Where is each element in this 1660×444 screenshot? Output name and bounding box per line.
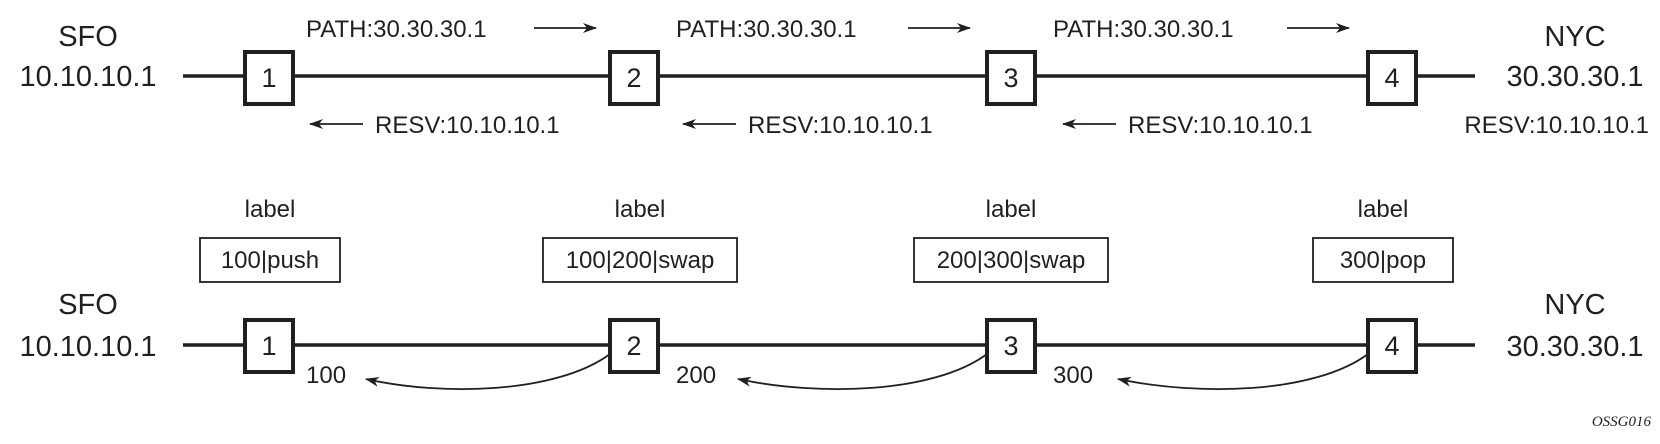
- label-title-1: label: [245, 196, 296, 223]
- edge-label-3: 300: [1053, 362, 1093, 389]
- top-right-site-name: NYC: [1544, 21, 1605, 53]
- label-title-4: label: [1358, 196, 1409, 223]
- top-node-4-number: 4: [1384, 63, 1399, 93]
- label-box-1: 100|push: [199, 237, 341, 283]
- label-advert-arrow-1: [365, 353, 611, 390]
- bottom-right-site-ip: 30.30.30.1: [1506, 331, 1643, 363]
- top-node-3: 3: [985, 50, 1037, 106]
- bottom-node-2: 2: [608, 318, 660, 374]
- label-title-3: label: [986, 196, 1037, 223]
- path-message-1: PATH:30.30.30.1: [306, 16, 487, 43]
- label-value-3: 200|300|swap: [937, 247, 1086, 274]
- figure-id: OSSG016: [1592, 414, 1652, 430]
- path-message-3: PATH:30.30.30.1: [1053, 16, 1234, 43]
- bottom-node-4-number: 4: [1384, 331, 1399, 361]
- label-box-4: 300|pop: [1312, 237, 1454, 283]
- resv-message-3: RESV:10.10.10.1: [1128, 112, 1313, 139]
- label-box-2: 100|200|swap: [542, 237, 738, 283]
- top-node-1-number: 1: [261, 63, 276, 93]
- label-value-2: 100|200|swap: [566, 247, 715, 274]
- bottom-node-3: 3: [985, 318, 1037, 374]
- top-node-3-number: 3: [1003, 63, 1018, 93]
- top-node-1: 1: [243, 50, 295, 106]
- label-advert-arrow-2: [737, 353, 988, 390]
- bottom-right-site-name: NYC: [1544, 289, 1605, 321]
- edge-label-2: 200: [676, 362, 716, 389]
- bottom-left-site-name: SFO: [58, 289, 118, 321]
- label-box-3: 200|300|swap: [913, 237, 1109, 283]
- path-message-2: PATH:30.30.30.1: [676, 16, 857, 43]
- bottom-node-1: 1: [243, 318, 295, 374]
- bottom-node-1-number: 1: [261, 331, 276, 361]
- top-left-site-ip: 10.10.10.1: [19, 61, 156, 93]
- resv-message-2: RESV:10.10.10.1: [748, 112, 933, 139]
- label-value-4: 300|pop: [1340, 247, 1426, 274]
- label-title-2: label: [615, 196, 666, 223]
- resv-message-4: RESV:10.10.10.1: [1464, 112, 1649, 139]
- top-right-site-ip: 30.30.30.1: [1506, 61, 1643, 93]
- label-switching-diagram: label label label label 100|push 100|200…: [19, 196, 1644, 390]
- bottom-node-4: 4: [1366, 318, 1418, 374]
- top-left-site-name: SFO: [58, 21, 118, 53]
- bottom-left-site-ip: 10.10.10.1: [19, 331, 156, 363]
- bottom-node-2-number: 2: [626, 331, 641, 361]
- top-node-2: 2: [608, 50, 660, 106]
- top-node-4: 4: [1366, 50, 1418, 106]
- top-node-2-number: 2: [626, 63, 641, 93]
- label-value-1: 100|push: [221, 247, 319, 274]
- rsvp-signaling-diagram: SFO 10.10.10.1 NYC 30.30.30.1 1 2 3 4 PA…: [19, 16, 1649, 139]
- label-advert-arrow-3: [1117, 353, 1369, 390]
- bottom-node-3-number: 3: [1003, 331, 1018, 361]
- resv-message-1: RESV:10.10.10.1: [375, 112, 560, 139]
- edge-label-1: 100: [306, 362, 346, 389]
